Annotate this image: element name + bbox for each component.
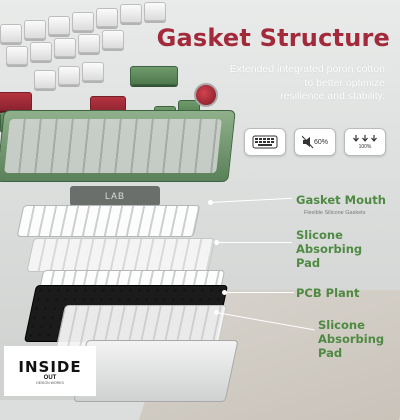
keycap [24,20,46,39]
keycap [54,38,76,57]
pressure-arrows-icon: 100% [344,128,386,156]
keycap [48,16,70,35]
callout-pcb-plant: PCB Plant [296,286,360,300]
callout-gasket-mouth: Gasket Mouth [296,193,386,207]
callout-line [216,242,292,243]
logo-title: INSIDE [18,357,82,376]
switch-plate [4,119,222,173]
subtitle-line: to better optimize [304,76,385,89]
sound-dampening-icon: 60% [294,128,336,156]
inside-out-logo: INSIDE OUT DESIGN WORKS [4,346,96,396]
feature-icons: 60% 100% [244,128,386,156]
keycap [34,70,56,89]
keycap [78,34,100,53]
logo-subtitle: OUT [43,374,57,381]
keycap [58,66,80,85]
keycap [102,30,124,49]
page-title: Gasket Structure [156,24,390,52]
gasket-layer [16,205,201,237]
subtitle-line: Extended integrated poron cotton [229,63,385,75]
keycap-red [0,92,32,111]
keycap [30,42,52,61]
keycap [96,8,118,27]
keycap [0,24,22,43]
keycap [144,2,166,21]
callout-line [224,292,294,293]
callout-absorbing-pad-1: Slicone Absorbing Pad [296,228,363,270]
sound-dampening-value: 60% [313,138,328,146]
keycap [120,4,142,23]
callout-absorbing-pad-2: Slicone Absorbing Pad [318,318,385,360]
subtitle-line: resilience and stability. [280,90,385,102]
absorbing-pad-layer [26,238,216,272]
brand-badge: LAB [70,186,160,206]
volume-knob [194,83,218,107]
logo-tagline: DESIGN WORKS [36,380,64,385]
keycap-green [130,66,178,85]
callout-gasket-sublabel: Flexible Silicone Gaskets [304,210,366,216]
keycap [82,62,104,81]
keyboard-case [0,110,236,182]
pressure-value: 100% [358,144,372,150]
keycap [6,46,28,65]
keyboard-icon [244,128,286,156]
bottom-case [73,340,239,402]
keycap [72,12,94,31]
subtitle: Extended integrated poron cotton to bett… [195,63,385,104]
